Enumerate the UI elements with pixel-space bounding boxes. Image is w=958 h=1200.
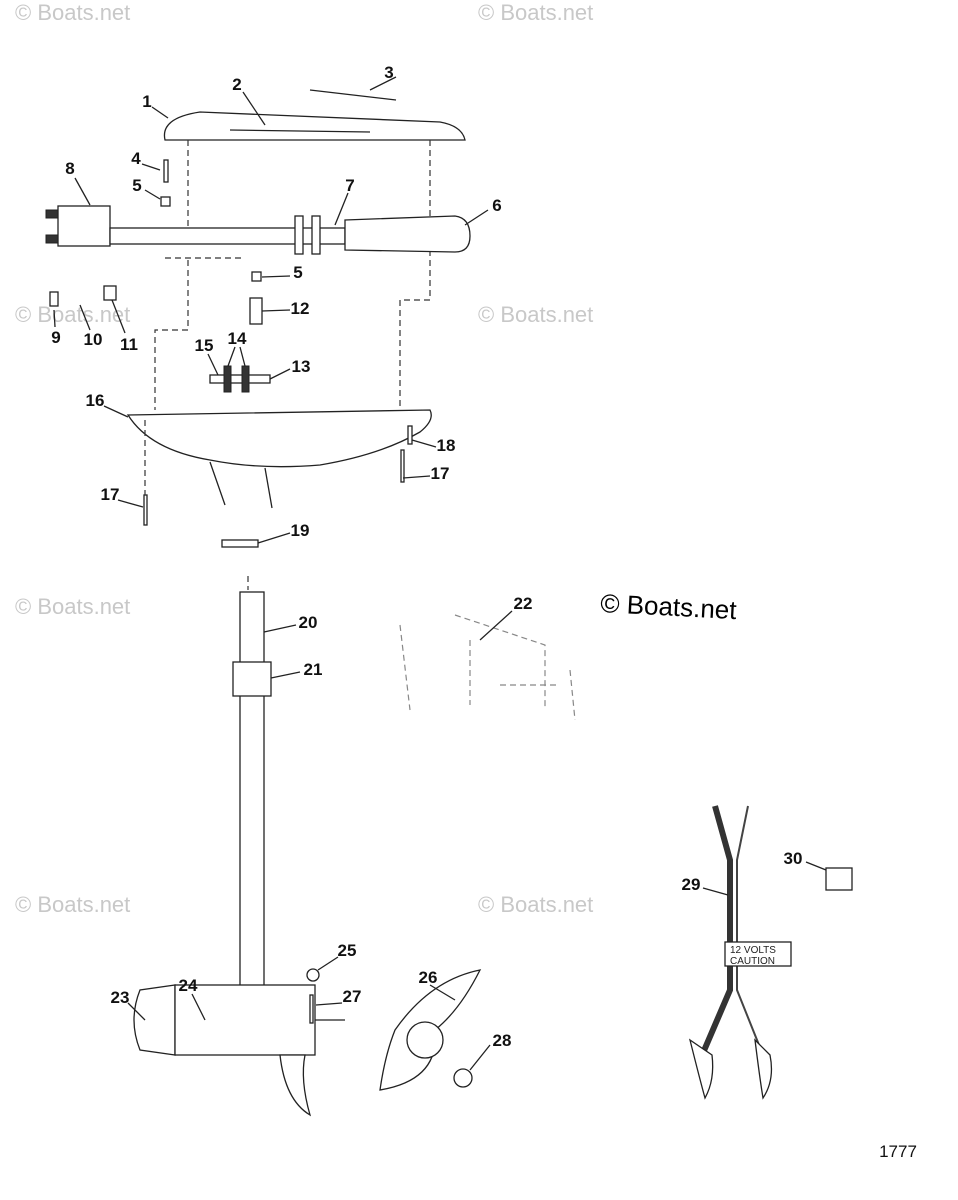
callout-7: 7 xyxy=(345,176,354,195)
callout-17: 17 xyxy=(431,464,450,483)
callout-21: 21 xyxy=(304,660,323,679)
callout-13: 13 xyxy=(292,357,311,376)
callout-29: 29 xyxy=(682,875,701,894)
part-22-faint xyxy=(399,614,576,721)
callout-8: 8 xyxy=(65,159,74,178)
callout-14: 14 xyxy=(228,329,247,348)
callout-25: 25 xyxy=(338,941,357,960)
callout-30: 30 xyxy=(784,849,803,868)
battery-leads: 12 VOLTS CAUTION xyxy=(688,805,792,1100)
callout-1: 1 xyxy=(142,92,151,111)
callout-5b: 5 xyxy=(293,263,302,282)
watermark: © Boats.net xyxy=(478,892,593,917)
callout-10: 10 xyxy=(84,330,103,349)
watermarks: © Boats.net © Boats.net © Boats.net © Bo… xyxy=(15,0,738,917)
callout-9: 9 xyxy=(51,328,60,347)
callout-23: 23 xyxy=(111,988,130,1007)
caution-label xyxy=(724,941,792,967)
caution-text-line2: CAUTION xyxy=(730,956,775,967)
watermark: © Boats.net xyxy=(15,0,130,25)
watermark: © Boats.net xyxy=(15,594,130,619)
watermark: © Boats.net xyxy=(478,302,593,327)
callout-19: 19 xyxy=(291,521,310,540)
callout-26: 26 xyxy=(419,968,438,987)
callout-24: 24 xyxy=(179,976,198,995)
callout-28: 28 xyxy=(493,1031,512,1050)
callout-20: 20 xyxy=(299,613,318,632)
callout-17b: 17 xyxy=(101,485,120,504)
callout-27: 27 xyxy=(343,987,362,1006)
callout-11: 11 xyxy=(120,335,138,354)
callout-3: 3 xyxy=(384,63,393,82)
caution-text-line1: 12 VOLTS xyxy=(730,945,776,956)
figure-number: 1777 xyxy=(879,1142,917,1161)
callout-2: 2 xyxy=(232,75,241,94)
callout-16: 16 xyxy=(86,391,105,410)
callout-6: 6 xyxy=(492,196,501,215)
callout-5: 5 xyxy=(132,176,141,195)
callout-4: 4 xyxy=(131,149,141,168)
callout-15: 15 xyxy=(195,336,214,355)
watermark: © Boats.net xyxy=(15,892,130,917)
top-cover xyxy=(163,89,466,141)
watermark: © Boats.net xyxy=(600,588,738,625)
callout-22: 22 xyxy=(514,594,533,613)
watermark: © Boats.net xyxy=(478,0,593,25)
callouts: 1 2 3 4 5 6 7 8 5 12 9 10 11 15 14 13 16… xyxy=(51,63,802,1050)
callout-18: 18 xyxy=(437,436,456,455)
watermark: © Boats.net xyxy=(15,302,130,327)
callout-12: 12 xyxy=(291,299,310,318)
